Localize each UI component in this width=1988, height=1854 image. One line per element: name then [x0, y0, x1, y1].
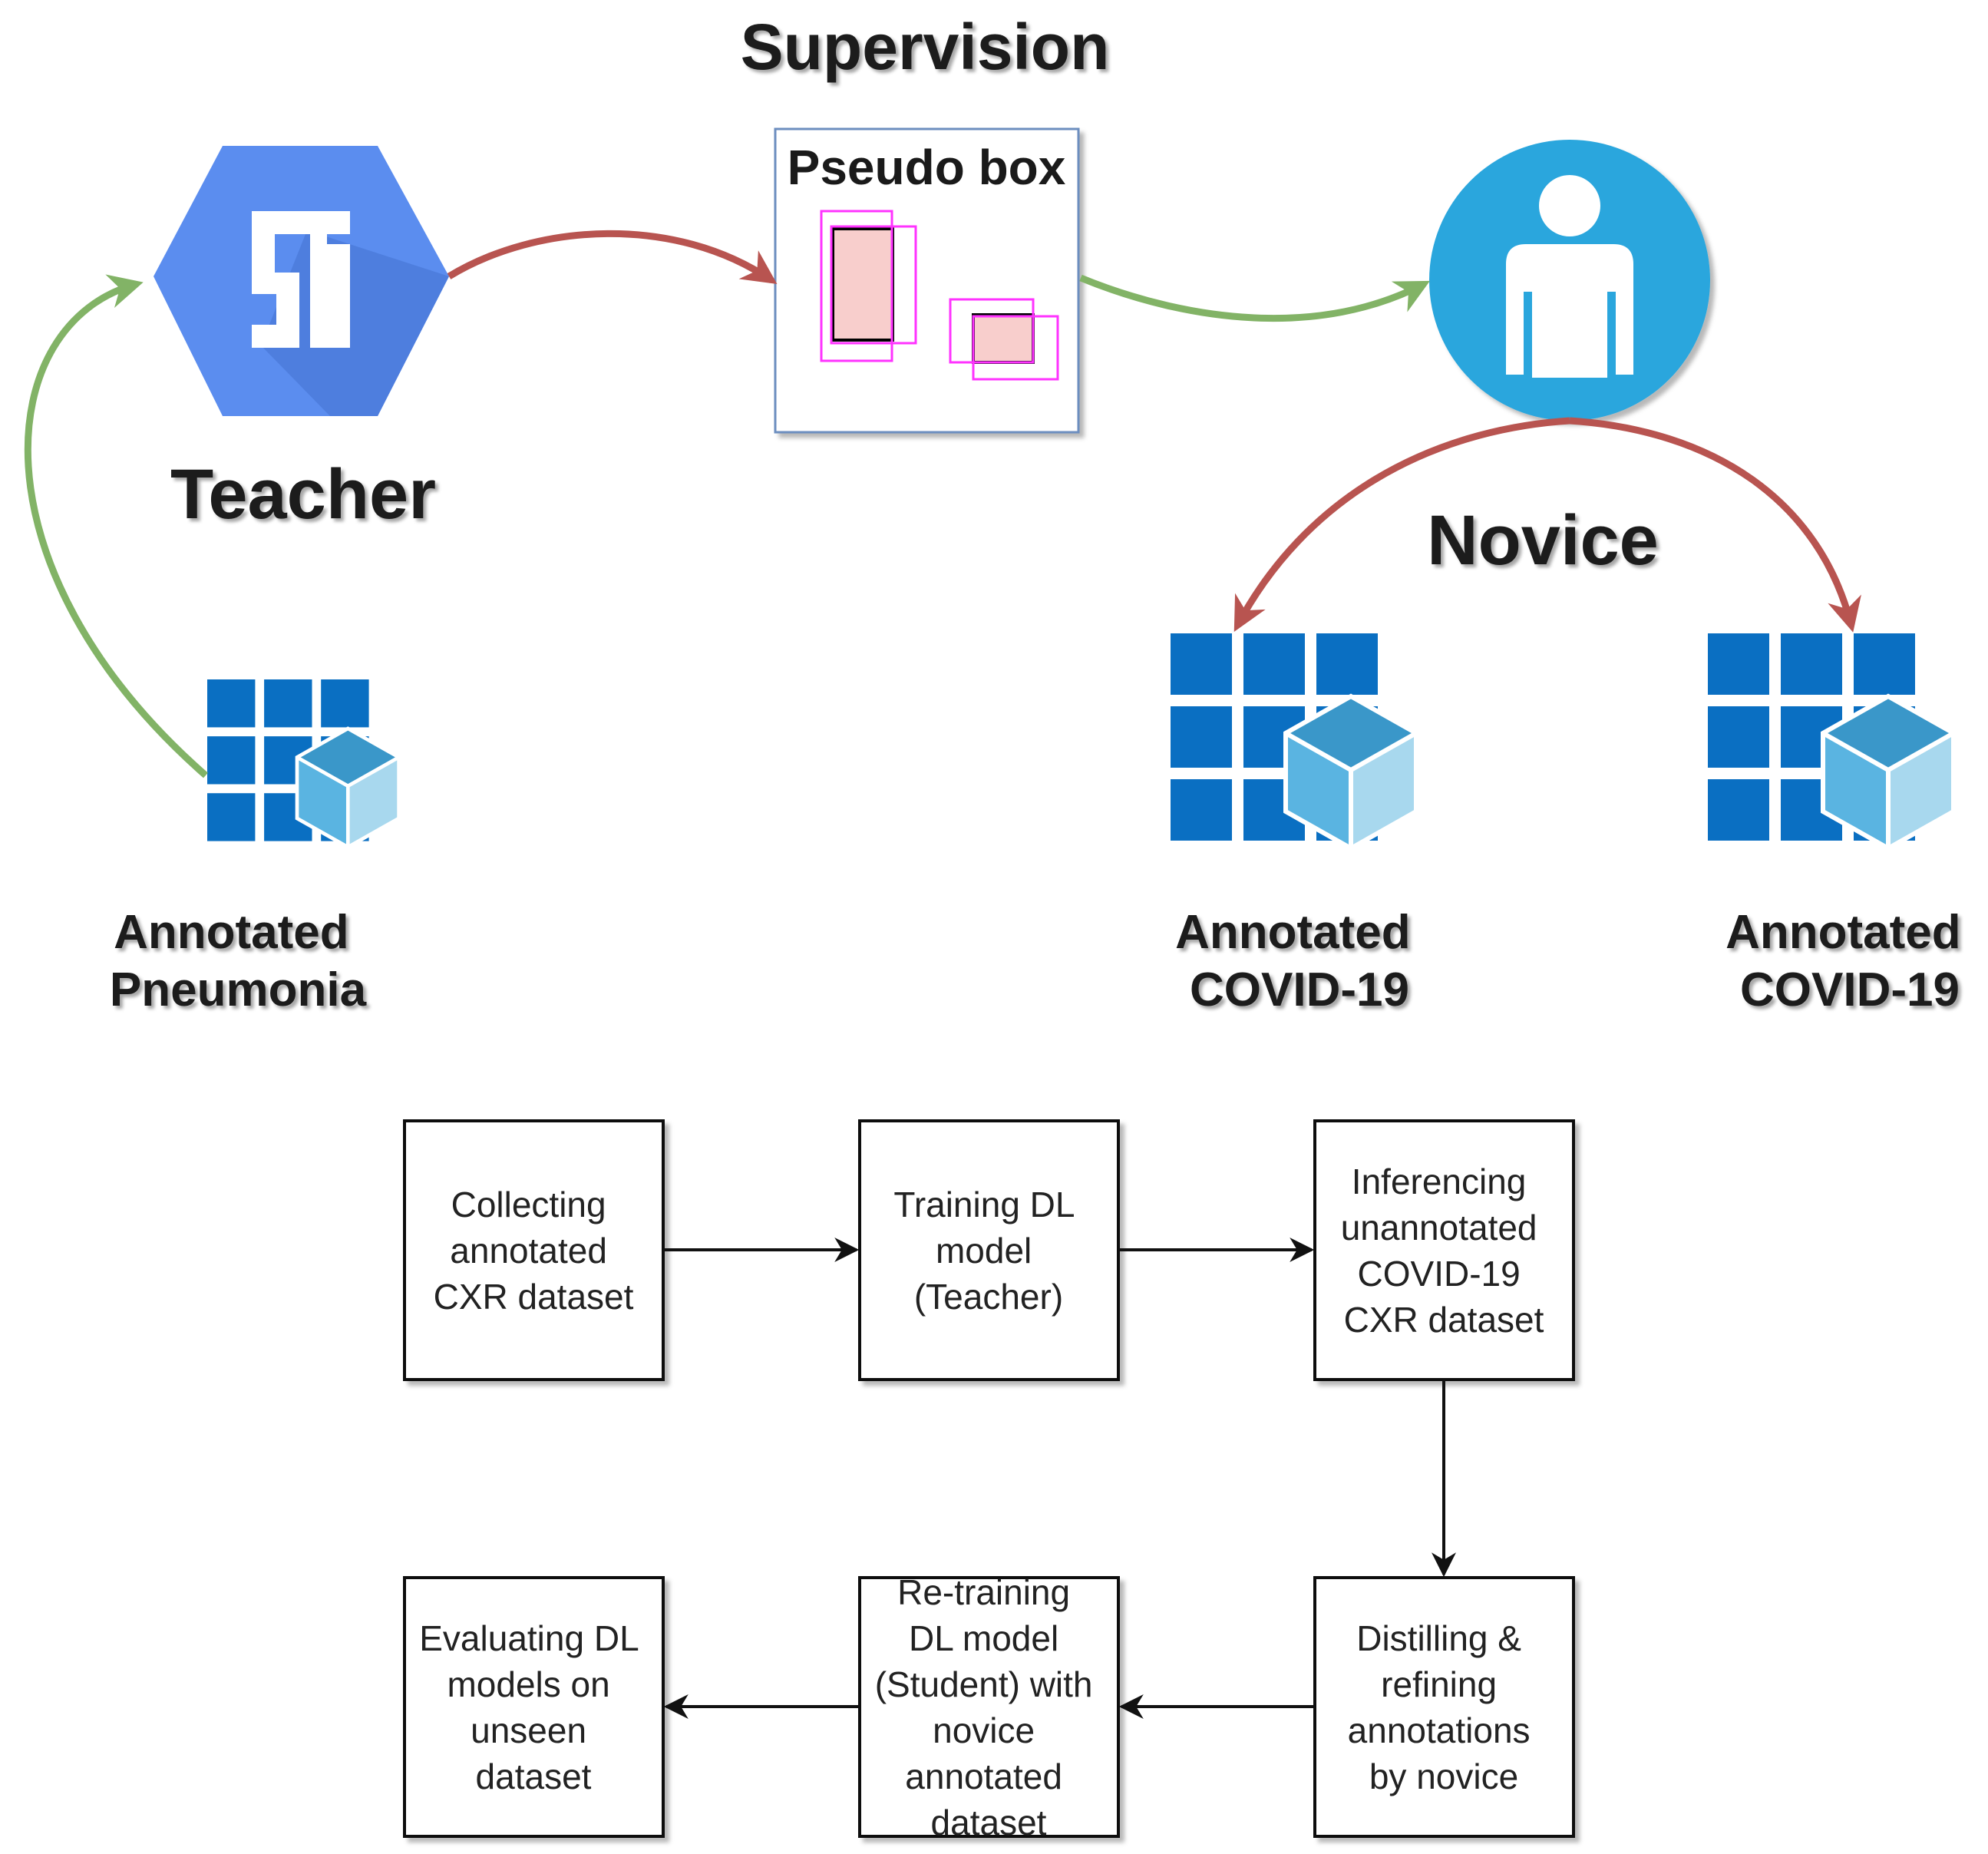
flow-step-evaluating: Evaluating DL models on unseen dataset [403, 1576, 665, 1838]
svg-text:Inferencing unannotated: Inferencing unannotated COVID-19 CXR dat… [1341, 1162, 1547, 1340]
flow-step-distilling: Distilling & refining annotations by nov… [1313, 1576, 1575, 1838]
svg-text:Evaluating DL models on: Evaluating DL models on unseen dataset [419, 1618, 647, 1796]
arrow-teacher-to-pseudo-box [447, 230, 778, 285]
novice-label: Novice [1427, 501, 1659, 580]
arrow-novice-to-covid-left [1233, 417, 1570, 632]
pseudo-box-small [972, 313, 1035, 364]
covid-left-dataset-label: Annotated COVID-19 [1175, 906, 1424, 1016]
pseudo-box-label: Pseudo box [788, 140, 1066, 195]
svg-text:Collecting annotated: Collecting annotated CXR dataset [434, 1185, 634, 1317]
pneumonia-dataset-icon [207, 679, 399, 847]
flow-step-collecting: Collecting annotated CXR dataset [403, 1119, 665, 1381]
covid-right-dataset-icon [1708, 633, 1953, 848]
supervision-title: Supervision [741, 11, 1110, 83]
flow-step-retraining: Re-training DL model (Student) with novi… [858, 1572, 1120, 1842]
flow-step-training: Training DL model (Teacher) [858, 1119, 1120, 1381]
pseudo-box-large [831, 227, 894, 342]
covid-right-dataset-label: Annotated COVID-19 [1725, 906, 1974, 1016]
teacher-hexagon-icon [154, 146, 449, 416]
covid-left-dataset-icon [1171, 633, 1416, 848]
teacher-label: Teacher [170, 455, 436, 534]
arrow-pseudo-box-to-novice [1079, 274, 1430, 322]
svg-text:Training DL model: Training DL model (Teacher) [893, 1185, 1083, 1317]
pseudo-box-panel [774, 127, 1080, 434]
flow-step-inferencing: Inferencing unannotated COVID-19 CXR dat… [1313, 1119, 1575, 1381]
person-icon [1429, 140, 1710, 421]
arrow-novice-to-covid-right [1569, 417, 1861, 633]
pneumonia-dataset-label: Annotated Pneumonia [110, 906, 367, 1016]
arrow-pneumonia-to-teacher [24, 274, 208, 778]
svg-text:Distilling & refining: Distilling & refining annotations by nov… [1348, 1618, 1541, 1796]
svg-text:Re-training DL model: Re-training DL model (Student) with novi… [875, 1572, 1103, 1842]
